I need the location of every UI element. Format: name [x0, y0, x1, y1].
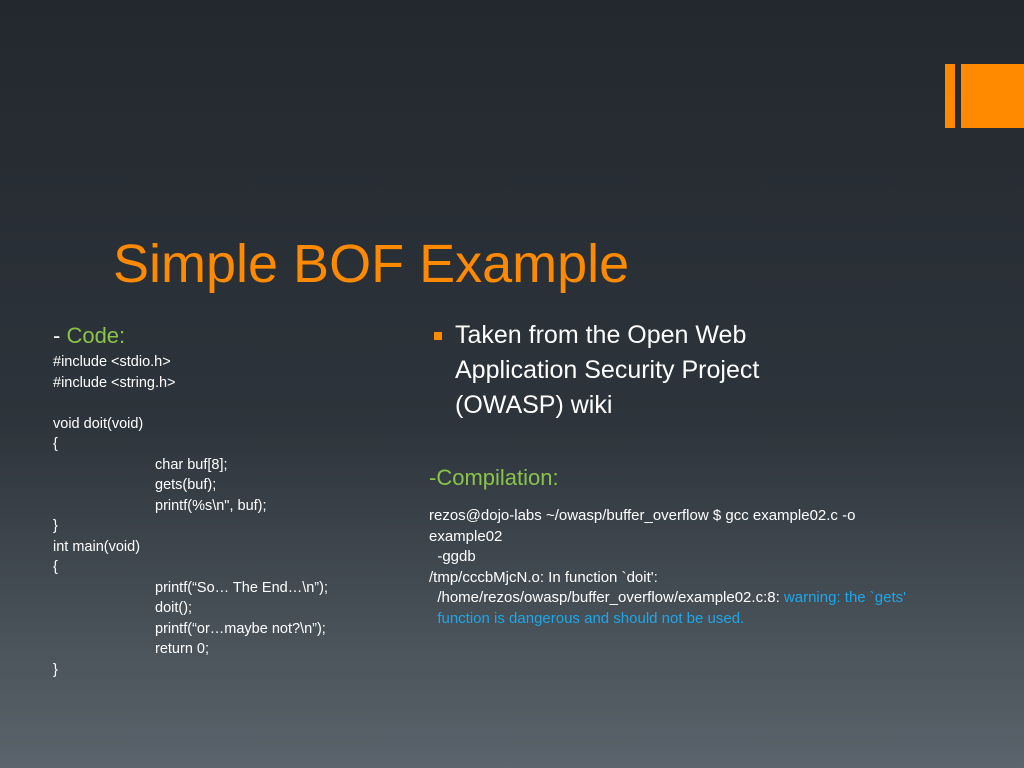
- code-panel: - Code: #include <stdio.h> #include <stri…: [53, 322, 413, 680]
- log-line: example02: [429, 527, 503, 545]
- log-line-warning: /home/rezos/owasp/buffer_overflow/exampl…: [429, 588, 999, 609]
- code-line: char buf[8];: [155, 456, 228, 473]
- code-heading-label: Code:: [66, 323, 126, 348]
- code-line: doit();: [155, 600, 193, 616]
- source-bullet: Taken from the Open Web Application Secu…: [429, 318, 855, 423]
- slide-title: Simple BOF Example: [113, 234, 630, 294]
- log-path: /home/rezos/owasp/buffer_overflow/exampl…: [429, 589, 784, 606]
- info-panel: Taken from the Open Web Application Secu…: [429, 318, 999, 629]
- code-line: printf(“So… The End…\n”);: [155, 579, 328, 596]
- log-line: /tmp/cccbMjcN.o: In function `doit':: [429, 568, 658, 586]
- warning-text: warning: the `gets': [783, 589, 907, 606]
- code-line: {: [53, 436, 58, 452]
- code-line: return 0;: [155, 641, 209, 657]
- code-line: }: [53, 518, 58, 534]
- source-bullet-text: Taken from the Open Web Application Secu…: [455, 321, 760, 419]
- warning-text-continued: function is dangerous and should not be …: [429, 609, 745, 627]
- code-line: printf(“or…maybe not?\n”);: [155, 620, 326, 637]
- code-line: {: [53, 559, 58, 575]
- log-line: -ggdb: [429, 548, 476, 565]
- code-line: #include <string.h>: [53, 374, 176, 391]
- bullet-square-icon: [434, 332, 442, 340]
- code-line: }: [53, 661, 58, 678]
- accent-bar-thick: [961, 64, 1024, 128]
- accent-bar-thin: [945, 64, 955, 128]
- code-heading: - Code:: [53, 322, 413, 350]
- code-block: #include <stdio.h> #include <string.h> voi…: [53, 352, 413, 680]
- compilation-heading: -Compilation:: [429, 465, 559, 490]
- code-line: printf(%s\n", buf);: [155, 497, 267, 514]
- log-line: rezos@dojo-labs ~/owasp/buffer_overflow …: [429, 507, 856, 524]
- code-line: #include <stdio.h>: [53, 354, 171, 370]
- code-line: gets(buf);: [155, 477, 217, 493]
- compilation-log: rezos@dojo-labs ~/owasp/buffer_overflow …: [429, 506, 999, 629]
- code-line: int main(void): [53, 538, 141, 555]
- code-line: [53, 393, 413, 414]
- code-heading-dash: -: [53, 323, 67, 348]
- code-line: void doit(void): [53, 415, 144, 432]
